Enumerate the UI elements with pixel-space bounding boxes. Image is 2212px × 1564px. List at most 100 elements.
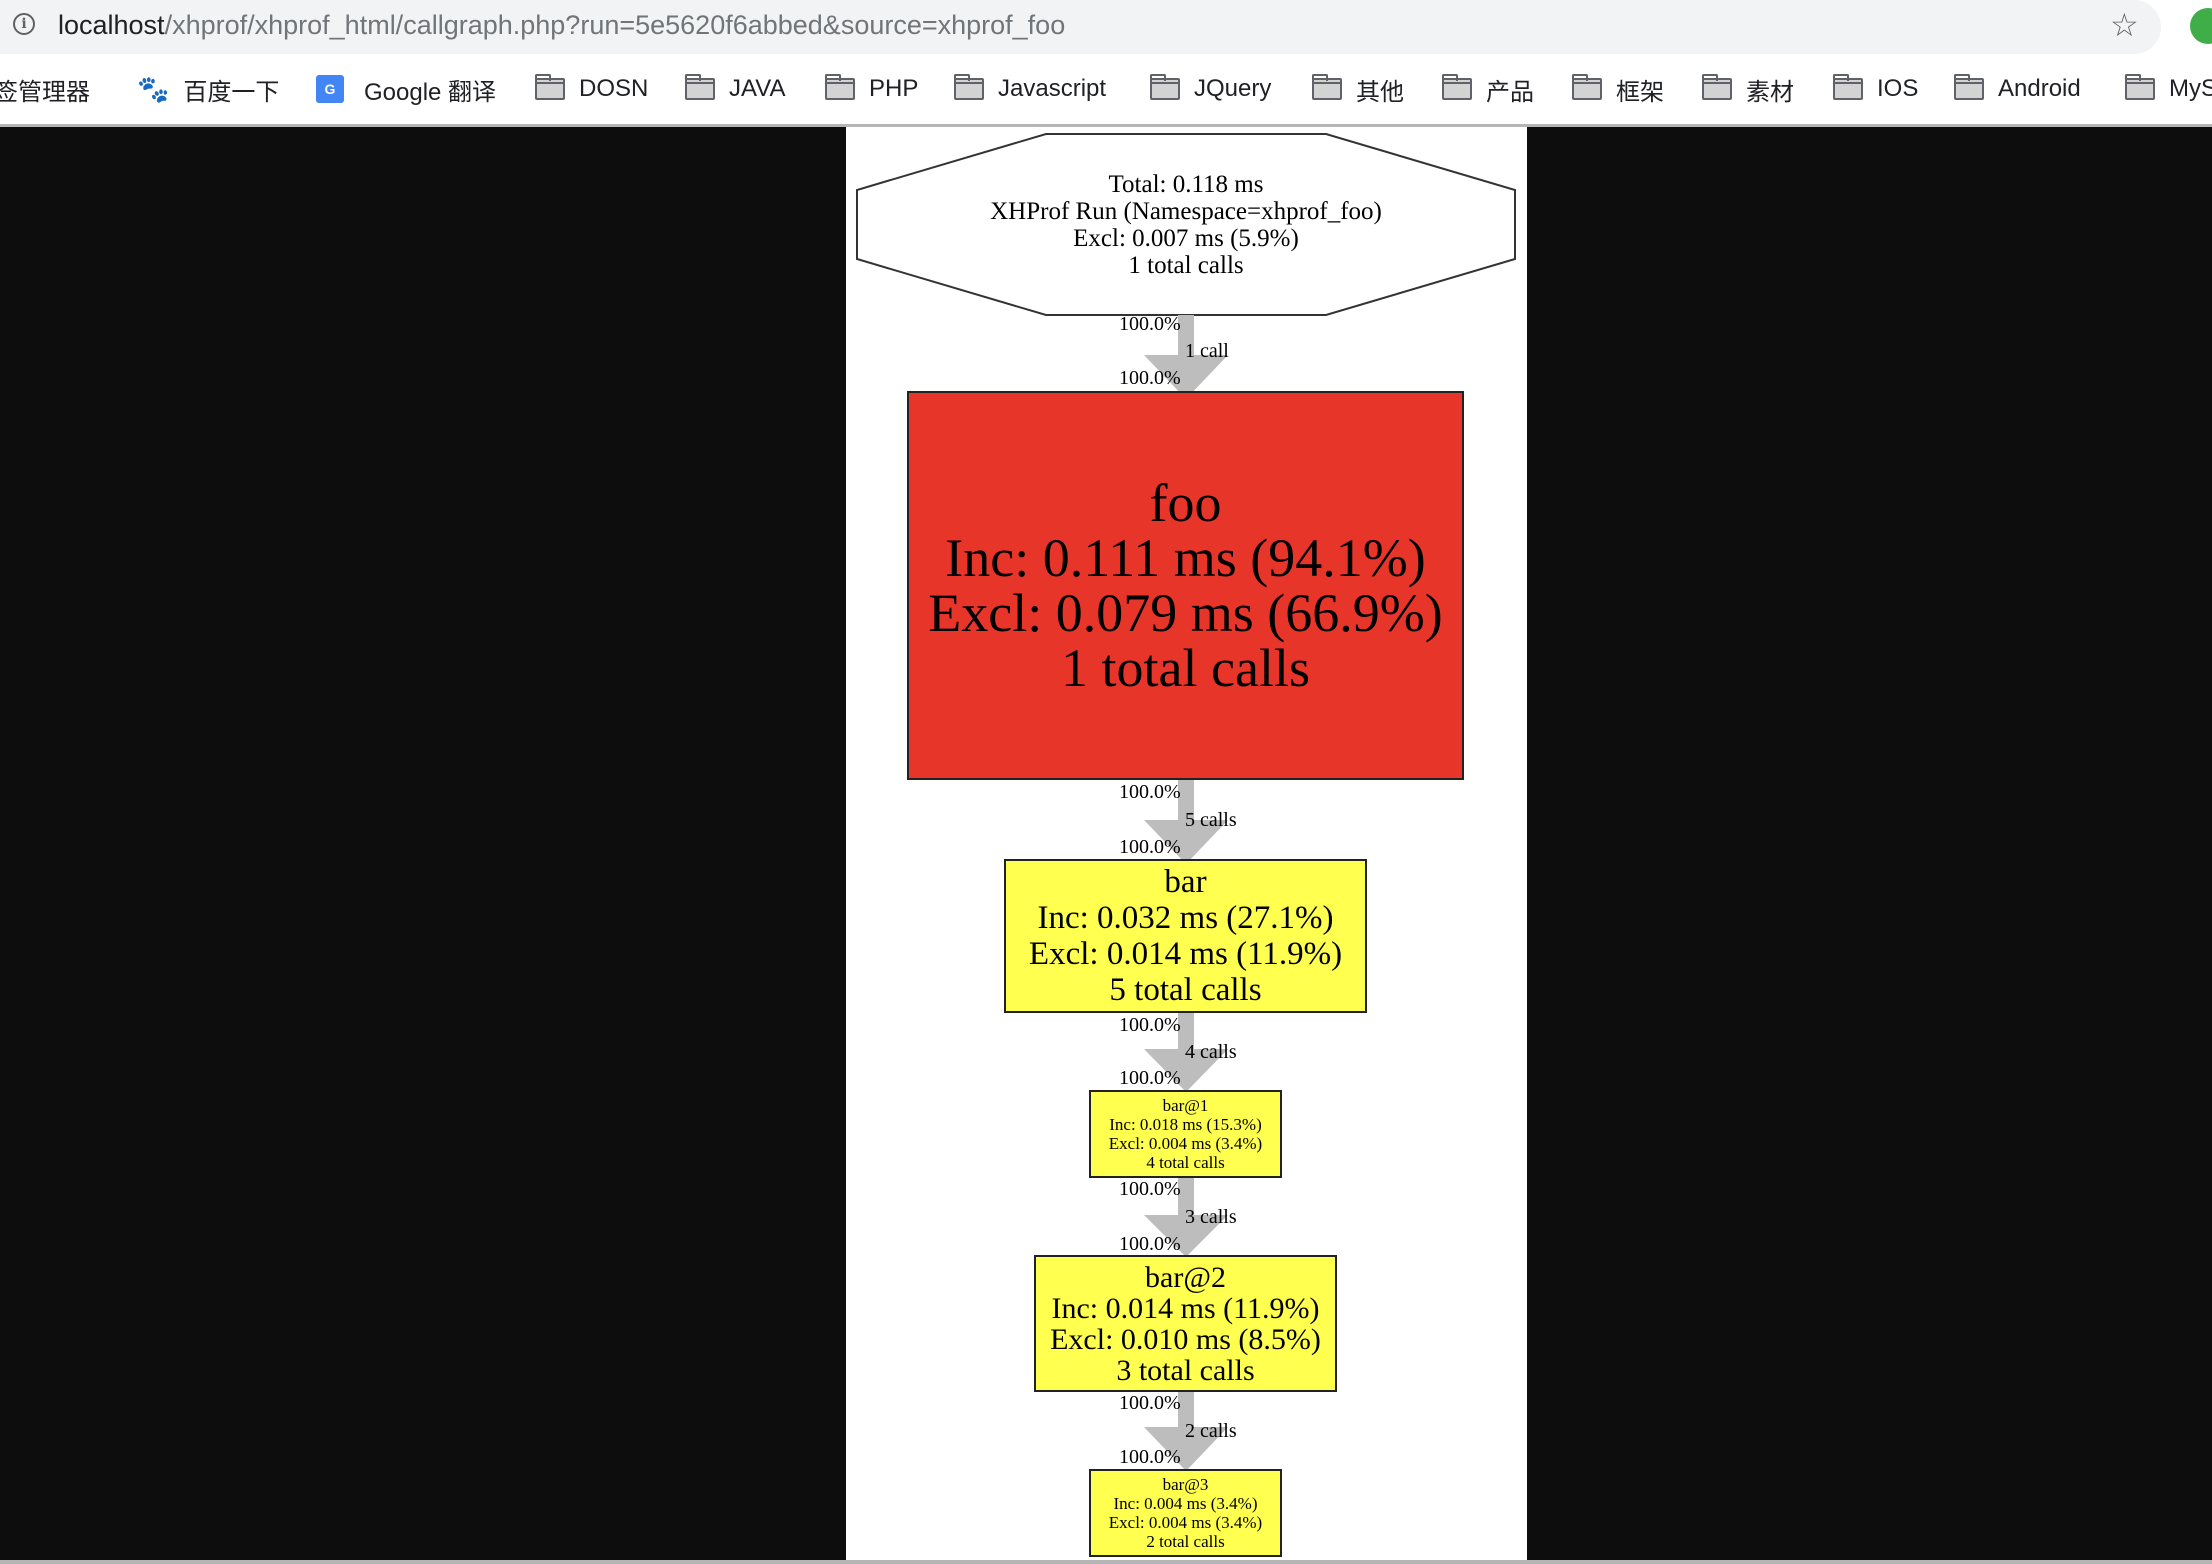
root-node[interactable]: Total: 0.118 ms XHProf Run (Namespace=xh… [857,134,1515,315]
edge-call-count: 4 calls [1185,1041,1237,1063]
bookmark-baidu[interactable]: 🐾 百度一下 [137,72,279,106]
folder-icon [685,74,715,100]
info-icon[interactable]: i [13,13,35,35]
bookmark-folder-jquery[interactable]: JQuery [1150,72,1271,106]
edge-arrow [1144,1013,1228,1092]
node-bar-2[interactable]: bar@2 Inc: 0.014 ms (11.9%) Excl: 0.010 … [1034,1255,1337,1392]
baidu-icon: 🐾 [137,73,170,104]
node-calls: 5 total calls [1109,972,1262,1008]
node-calls: 4 total calls [1146,1153,1225,1172]
node-excl: Excl: 0.010 ms (8.5%) [1050,1322,1321,1356]
evernote-extension-icon[interactable] [2190,8,2212,44]
bookmark-label: MyS [2169,75,2212,102]
bookmark-folder-php[interactable]: PHP [825,72,918,106]
node-inc: Inc: 0.111 ms (94.1%) [945,527,1426,588]
bookmark-folder-framework[interactable]: 框架 [1572,72,1664,106]
url-text[interactable]: localhost/xhprof/xhprof_html/callgraph.p… [58,10,1065,41]
folder-icon [1312,74,1342,100]
bookmark-label: 签管理器 [0,78,90,106]
root-run-label: XHProf Run (Namespace=xhprof_foo) [990,197,1382,225]
bookmark-label: Android [1998,75,2081,102]
bookmark-folder-dosn[interactable]: DOSN [535,72,648,106]
node-bar[interactable]: bar Inc: 0.032 ms (27.1%) Excl: 0.014 ms… [1004,859,1367,1013]
node-calls: 3 total calls [1116,1353,1255,1387]
bookmark-label: JAVA [729,75,786,102]
node-excl: Excl: 0.014 ms (11.9%) [1028,936,1343,972]
node-name: bar@2 [1145,1260,1226,1294]
bookmark-label: Google 翻译 [364,78,497,106]
bookmark-label: DOSN [579,75,649,102]
node-excl: Excl: 0.004 ms (3.4%) [1108,1134,1263,1153]
folder-icon [1572,74,1602,100]
edge-arrow [1144,1392,1228,1471]
edge-from-pct: 100.0% [1119,1392,1181,1414]
node-bar-3[interactable]: bar@3 Inc: 0.004 ms (3.4%) Excl: 0.004 m… [1089,1469,1282,1557]
bookmark-label: 百度一下 [183,78,280,106]
folder-icon [1954,74,1984,100]
bookmark-folder-android[interactable]: Android [1954,72,2081,106]
node-bar-1[interactable]: bar@1 Inc: 0.018 ms (15.3%) Excl: 0.004 … [1089,1090,1282,1178]
bookmark-folder-mys[interactable]: MyS [2125,72,2212,106]
node-inc: Inc: 0.018 ms (15.3%) [1109,1115,1262,1134]
folder-icon [535,74,565,100]
edge-to-pct: 100.0% [1119,1067,1181,1089]
folder-icon [954,74,984,100]
address-bar[interactable]: i localhost/xhprof/xhprof_html/callgraph… [0,0,2161,54]
node-name: bar@1 [1162,1096,1209,1115]
folder-icon [1442,74,1472,100]
folder-icon [1833,74,1863,100]
node-name: bar [1164,864,1207,900]
toolbar-divider [0,124,2212,127]
edge-from-pct: 100.0% [1119,1178,1181,1200]
edge-to-pct: 100.0% [1119,1233,1181,1255]
node-calls: 2 total calls [1146,1532,1225,1551]
bookmark-label: 素材 [1746,78,1794,106]
bookmark-manager[interactable]: 签管理器 [0,72,90,106]
bookmark-label: 其他 [1356,78,1404,106]
bookmark-folder-other[interactable]: 其他 [1312,72,1404,106]
bookmark-label: 框架 [1616,78,1664,106]
node-foo[interactable]: foo Inc: 0.111 ms (94.1%) Excl: 0.079 ms… [907,391,1464,780]
node-calls: 1 total calls [1061,637,1310,698]
edge-arrow [1144,1178,1228,1257]
root-total: Total: 0.118 ms [1108,170,1264,198]
folder-icon [825,74,855,100]
callgraph-canvas: Total: 0.118 ms XHProf Run (Namespace=xh… [846,127,1527,1564]
folder-icon [1150,74,1180,100]
bookmark-star-icon[interactable]: ☆ [2110,7,2139,43]
browser-toolbar: i localhost/xhprof/xhprof_html/callgraph… [0,0,2212,126]
node-name: bar@3 [1162,1475,1209,1494]
node-excl: Excl: 0.004 ms (3.4%) [1108,1513,1263,1532]
bookmark-label: IOS [1877,75,1919,102]
bookmark-label: Javascript [998,75,1107,102]
root-calls: 1 total calls [1128,251,1244,279]
bookmark-folder-javascript[interactable]: Javascript [954,72,1106,106]
edge-to-pct: 100.0% [1119,1446,1181,1468]
node-excl: Excl: 0.079 ms (66.9%) [928,582,1443,643]
url-host: localhost [58,10,165,40]
bookmark-folder-product[interactable]: 产品 [1442,72,1534,106]
node-inc: Inc: 0.014 ms (11.9%) [1051,1291,1320,1325]
edge-to-pct: 100.0% [1119,367,1181,389]
folder-icon [2125,74,2155,100]
edge-arrow [1144,780,1228,864]
bookmark-folder-java[interactable]: JAVA [685,72,785,106]
root-node-octagon [856,133,1516,316]
edge-arrow [1144,315,1228,399]
edge-to-pct: 100.0% [1119,836,1181,858]
bookmark-label: 产品 [1486,78,1534,106]
bookmark-folder-material[interactable]: 素材 [1702,72,1794,106]
node-inc: Inc: 0.032 ms (27.1%) [1037,900,1334,936]
edge-from-pct: 100.0% [1119,781,1181,803]
folder-icon [1702,74,1732,100]
node-inc: Inc: 0.004 ms (3.4%) [1113,1494,1258,1513]
bookmark-folder-ios[interactable]: IOS [1833,72,1918,106]
horizontal-scrollbar[interactable] [0,1560,2212,1564]
root-excl: Excl: 0.007 ms (5.9%) [1073,224,1299,252]
edge-call-count: 5 calls [1185,809,1237,831]
edge-call-count: 1 call [1185,340,1229,362]
edge-from-pct: 100.0% [1119,313,1181,335]
bookmark-label: PHP [869,75,919,102]
edge-arrows [1144,315,1228,1471]
